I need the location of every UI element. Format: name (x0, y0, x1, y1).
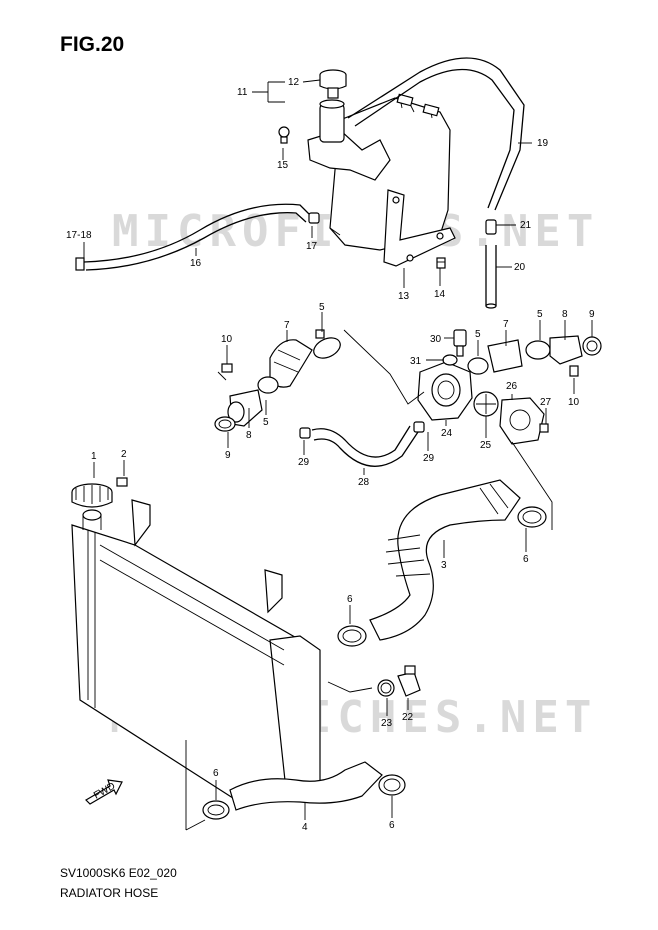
fitting-8-left (227, 389, 263, 427)
callout-22: 22 (402, 712, 414, 723)
callout-21: 21 (520, 220, 532, 231)
callout-12: 12 (288, 77, 300, 88)
reservoir-cap (319, 69, 347, 143)
thermostat-cover-26 (499, 397, 545, 445)
callout-6-d: 6 (389, 820, 395, 831)
callout-5-b: 5 (475, 329, 481, 340)
hose-20 (485, 245, 497, 309)
washer-31 (442, 354, 458, 366)
callout-5-a: 5 (319, 302, 325, 313)
callout-3: 3 (441, 560, 447, 571)
callout-29-b: 29 (423, 453, 435, 464)
bolt-10-right (569, 365, 579, 377)
bolt-2 (116, 477, 128, 487)
callout-15: 15 (277, 160, 289, 171)
hose-7-right (487, 339, 523, 373)
o-ring-23 (377, 679, 395, 697)
callout-labels: 12 11 15 19 17 21 17-18 16 20 13 14 5 7 … (66, 77, 595, 833)
callout-8-a: 8 (562, 309, 568, 320)
callout-5-c: 5 (537, 309, 543, 320)
callout-20: 20 (514, 262, 526, 273)
forward-arrow-label: FWD (92, 781, 117, 802)
callout-19: 19 (537, 138, 549, 149)
callout-26: 26 (506, 381, 518, 392)
clip-29-left (299, 427, 311, 439)
callout-27: 27 (540, 397, 552, 408)
figure-name: RADIATOR HOSE (60, 886, 159, 900)
callout-24: 24 (441, 428, 453, 439)
callout-6-c: 6 (213, 768, 219, 779)
callout-10-b: 10 (568, 397, 580, 408)
joint-21 (485, 219, 497, 235)
figure-title: FIG.20 (60, 33, 125, 56)
clamp-5-left-upper (313, 329, 341, 359)
hose-3 (369, 479, 521, 641)
bolt-27 (539, 423, 549, 433)
leader-lines (83, 79, 593, 831)
callout-17-18: 17-18 (66, 230, 92, 241)
callout-9-a: 9 (589, 309, 595, 320)
callout-7-a: 7 (284, 320, 290, 331)
thermostat-housing-24 (417, 361, 473, 421)
reservoir-bracket (383, 189, 456, 267)
fitting-8-right (549, 335, 583, 365)
temp-switch-22 (397, 665, 421, 697)
clamp-6-lower-right (378, 774, 406, 796)
bolt-10-left (217, 363, 233, 381)
callout-9-b: 9 (225, 450, 231, 461)
clamp-5-left-lower (257, 376, 279, 394)
callout-13: 13 (398, 291, 410, 302)
callout-4: 4 (302, 822, 308, 833)
reservoir-tank (307, 93, 451, 251)
bolt-15 (278, 126, 290, 144)
callout-29-a: 29 (298, 457, 310, 468)
callout-11: 11 (237, 87, 248, 98)
callout-5-d: 5 (263, 417, 269, 428)
clamp-6-middle (337, 625, 367, 647)
clamp-6-upper-right (517, 506, 547, 528)
callout-30: 30 (430, 334, 442, 345)
callout-8-b: 8 (246, 430, 252, 441)
forward-arrow-icon: FWD (85, 779, 123, 805)
callout-7-b: 7 (503, 319, 509, 330)
clip-29-right (413, 421, 425, 433)
overflow-hose-19 (347, 57, 525, 211)
bolt-14 (436, 257, 446, 269)
o-ring-9-right (582, 336, 602, 356)
hose-28 (311, 425, 419, 467)
callout-23: 23 (381, 718, 393, 729)
callout-31: 31 (410, 356, 422, 367)
radiator-cap-1 (71, 483, 113, 508)
radiator (71, 499, 321, 801)
callout-1: 1 (91, 451, 97, 462)
callout-28: 28 (358, 477, 370, 488)
callout-2: 2 (121, 449, 127, 460)
callout-25: 25 (480, 440, 492, 451)
clip-17 (308, 212, 341, 236)
callout-6-a: 6 (523, 554, 529, 565)
clamp-6-lower-left (202, 800, 230, 820)
figure-code: SV1000SK6 E02_020 (60, 866, 177, 880)
callout-17: 17 (306, 241, 318, 252)
callout-16: 16 (190, 258, 202, 269)
clamp-5-middle (467, 357, 489, 375)
clamp-5-right (525, 340, 551, 360)
o-ring-9-left (214, 416, 236, 432)
hose-16 (75, 203, 311, 271)
hose-4 (229, 761, 383, 811)
callout-10-a: 10 (221, 334, 233, 345)
sensor-30 (453, 329, 467, 357)
callout-6-b: 6 (347, 594, 353, 605)
callout-14: 14 (434, 289, 446, 300)
thermostat-25 (473, 391, 499, 417)
